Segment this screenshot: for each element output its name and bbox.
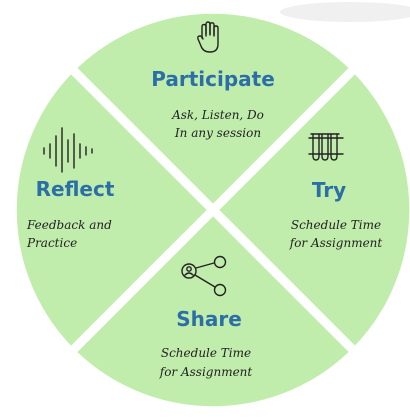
share-line-1: Schedule Time <box>161 346 251 360</box>
quadrant-right <box>206 61 410 359</box>
hand-icon <box>197 21 219 53</box>
quadrant-top <box>64 4 362 217</box>
participate-line-2: In any session <box>174 126 261 140</box>
try-line-2: for Assignment <box>289 236 383 250</box>
quadrant-bottom <box>64 203 362 416</box>
reflect-title: Reflect <box>36 177 115 201</box>
participate-title: Participate <box>151 67 275 91</box>
try-line-1: Schedule Time <box>291 218 381 232</box>
share-title: Share <box>176 307 242 331</box>
reflect-line-1: Feedback and <box>26 218 112 232</box>
try-title: Try <box>312 178 346 202</box>
share-icon <box>181 255 227 297</box>
participate-line-1: Ask, Listen, Do <box>171 108 264 122</box>
sound-wave-icon <box>43 127 93 173</box>
test-tubes-icon <box>308 133 344 161</box>
background-shadow <box>280 2 410 22</box>
reflect-line-2: Practice <box>26 236 77 250</box>
share-line-2: for Assignment <box>159 365 253 379</box>
